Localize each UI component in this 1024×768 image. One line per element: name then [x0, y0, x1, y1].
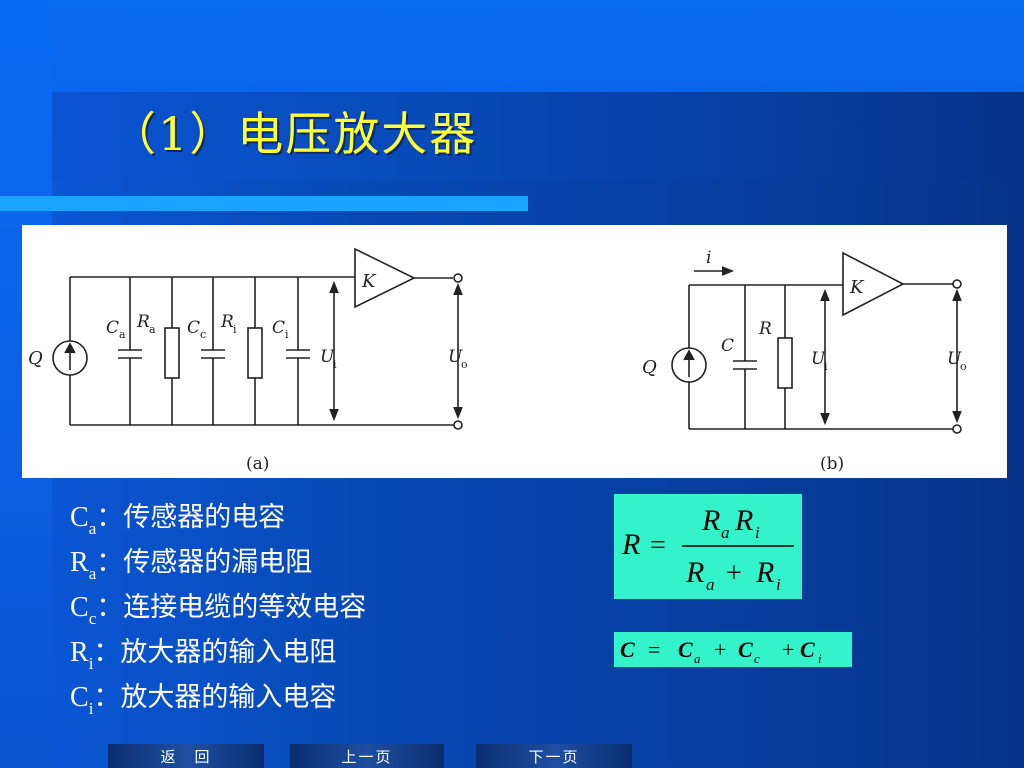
circuit-figure: Q K C a R a C c R i C i U i U o (a) Q i … [22, 225, 1007, 478]
formula-c-plus-1: + [714, 637, 726, 662]
circuit-a-cc-sub: c [200, 328, 206, 341]
circuit-a-caption: (a) [246, 454, 269, 474]
legend-item: Ri：放大器的输入电阻 [70, 632, 366, 677]
circuit-a-ci-sub: i [285, 328, 289, 341]
formula-r-plus: + [726, 558, 742, 589]
formula-r-num-2-sub: i [755, 523, 760, 542]
circuit-b-ui-letter: U [811, 349, 826, 369]
circuit-a-source-label: Q [28, 348, 43, 369]
formula-resistance: R = R a R i R a + R i [614, 494, 802, 599]
circuit-a-ui-letter: U [320, 347, 335, 367]
circuit-a-ra-letter: R [136, 312, 150, 332]
formula-capacitance: C = C a + C c + C i [614, 632, 852, 667]
legend-description: 传感器的漏电阻 [123, 547, 313, 578]
circuit-b-caption: (b) [820, 454, 844, 474]
legend-description: 传感器的电容 [123, 502, 286, 533]
circuit-b-resistor-label: R [758, 319, 772, 339]
circuit-b [671, 251, 962, 434]
circuit-a-uo-letter: U [448, 347, 463, 367]
legend-item: Ra：传感器的漏电阻 [70, 542, 366, 587]
legend-subscript: i [88, 654, 94, 673]
circuit-b-uo-letter: U [947, 349, 962, 369]
formula-r-den-2: R [755, 556, 774, 589]
legend-separator: ： [96, 547, 124, 578]
symbol-legend: Ca：传感器的电容 Ra：传感器的漏电阻 Cc：连接电缆的等效电容 Ri：放大器… [70, 497, 366, 722]
formula-capacitance-svg: C = C a + C c + C i [620, 637, 822, 666]
legend-symbol: C [70, 682, 89, 713]
circuit-a-ca-letter: C [106, 318, 119, 338]
accent-bar [0, 196, 528, 211]
slide-title: （1）电压放大器 [110, 107, 478, 161]
formula-r-den-1-sub: a [706, 575, 715, 594]
legend-description: 连接电缆的等效电容 [123, 592, 367, 623]
legend-item: Cc：连接电缆的等效电容 [70, 587, 366, 632]
legend-subscript: c [88, 609, 97, 628]
circuit-b-source-label: Q [642, 357, 657, 378]
formula-r-lhs: R [621, 528, 640, 561]
circuit-a-amplifier-label: K [361, 271, 377, 292]
circuit-a-uo-sub: o [461, 358, 468, 371]
formula-c-term-2: C [738, 637, 753, 662]
formula-c-lhs: C [620, 637, 635, 662]
formula-c-term-2-sub: c [754, 651, 760, 666]
formula-c-term-1: C [678, 637, 693, 662]
formula-r-num-1-sub: a [721, 523, 730, 542]
formula-c-equals: = [648, 637, 660, 662]
back-button[interactable]: 返 回 [108, 744, 264, 768]
legend-symbol: R [70, 637, 89, 668]
legend-subscript: a [88, 519, 97, 538]
circuit-a-ri-sub: i [233, 323, 237, 336]
legend-symbol: C [70, 592, 89, 623]
circuit-diagrams: Q K C a R a C c R i C i U i U o (a) Q i … [28, 247, 967, 474]
background-title-band [0, 92, 1024, 180]
legend-description: 放大器的输入电阻 [120, 637, 337, 668]
legend-separator: ： [93, 637, 121, 668]
legend-item: Ca：传感器的电容 [70, 497, 366, 542]
legend-symbol: C [70, 502, 89, 533]
legend-description: 放大器的输入电容 [120, 682, 337, 713]
legend-item: Ci：放大器的输入电容 [70, 677, 366, 722]
formula-r-den-2-sub: i [776, 575, 781, 594]
legend-separator: ： [96, 502, 124, 533]
formula-resistance-svg: R = R a R i R a + R i [621, 504, 794, 594]
formula-c-term-3-sub: i [818, 651, 822, 666]
legend-subscript: i [88, 699, 94, 718]
circuit-a-ui-sub: i [333, 358, 337, 371]
formula-r-num-2: R [734, 504, 753, 537]
circuit-b-uo-sub: o [960, 360, 967, 373]
formula-c-plus-2: + [782, 637, 794, 662]
formula-r-den-1: R [685, 556, 704, 589]
circuit-b-ui-sub: i [824, 360, 828, 373]
circuit-a-ra-sub: a [149, 323, 156, 336]
circuit-a-cc-letter: C [187, 318, 200, 338]
legend-separator: ： [96, 592, 124, 623]
legend-subscript: a [88, 564, 97, 583]
formula-r-num-1: R [701, 504, 720, 537]
circuit-b-capacitor-label: C [721, 336, 734, 356]
circuit-a-ci-letter: C [272, 318, 285, 338]
formula-c-term-1-sub: a [694, 651, 701, 666]
next-page-button[interactable]: 下一页 [476, 744, 632, 768]
circuit-a-ri-letter: R [220, 312, 234, 332]
previous-page-button[interactable]: 上一页 [290, 744, 444, 768]
circuit-a-ca-sub: a [119, 328, 126, 341]
legend-separator: ： [93, 682, 121, 713]
circuit-b-amplifier-label: K [849, 277, 865, 298]
formula-c-term-3: C [800, 637, 815, 662]
formula-r-equals: = [650, 530, 666, 561]
circuit-b-current-label: i [706, 248, 711, 268]
circuit-a [52, 247, 463, 430]
legend-symbol: R [70, 547, 89, 578]
